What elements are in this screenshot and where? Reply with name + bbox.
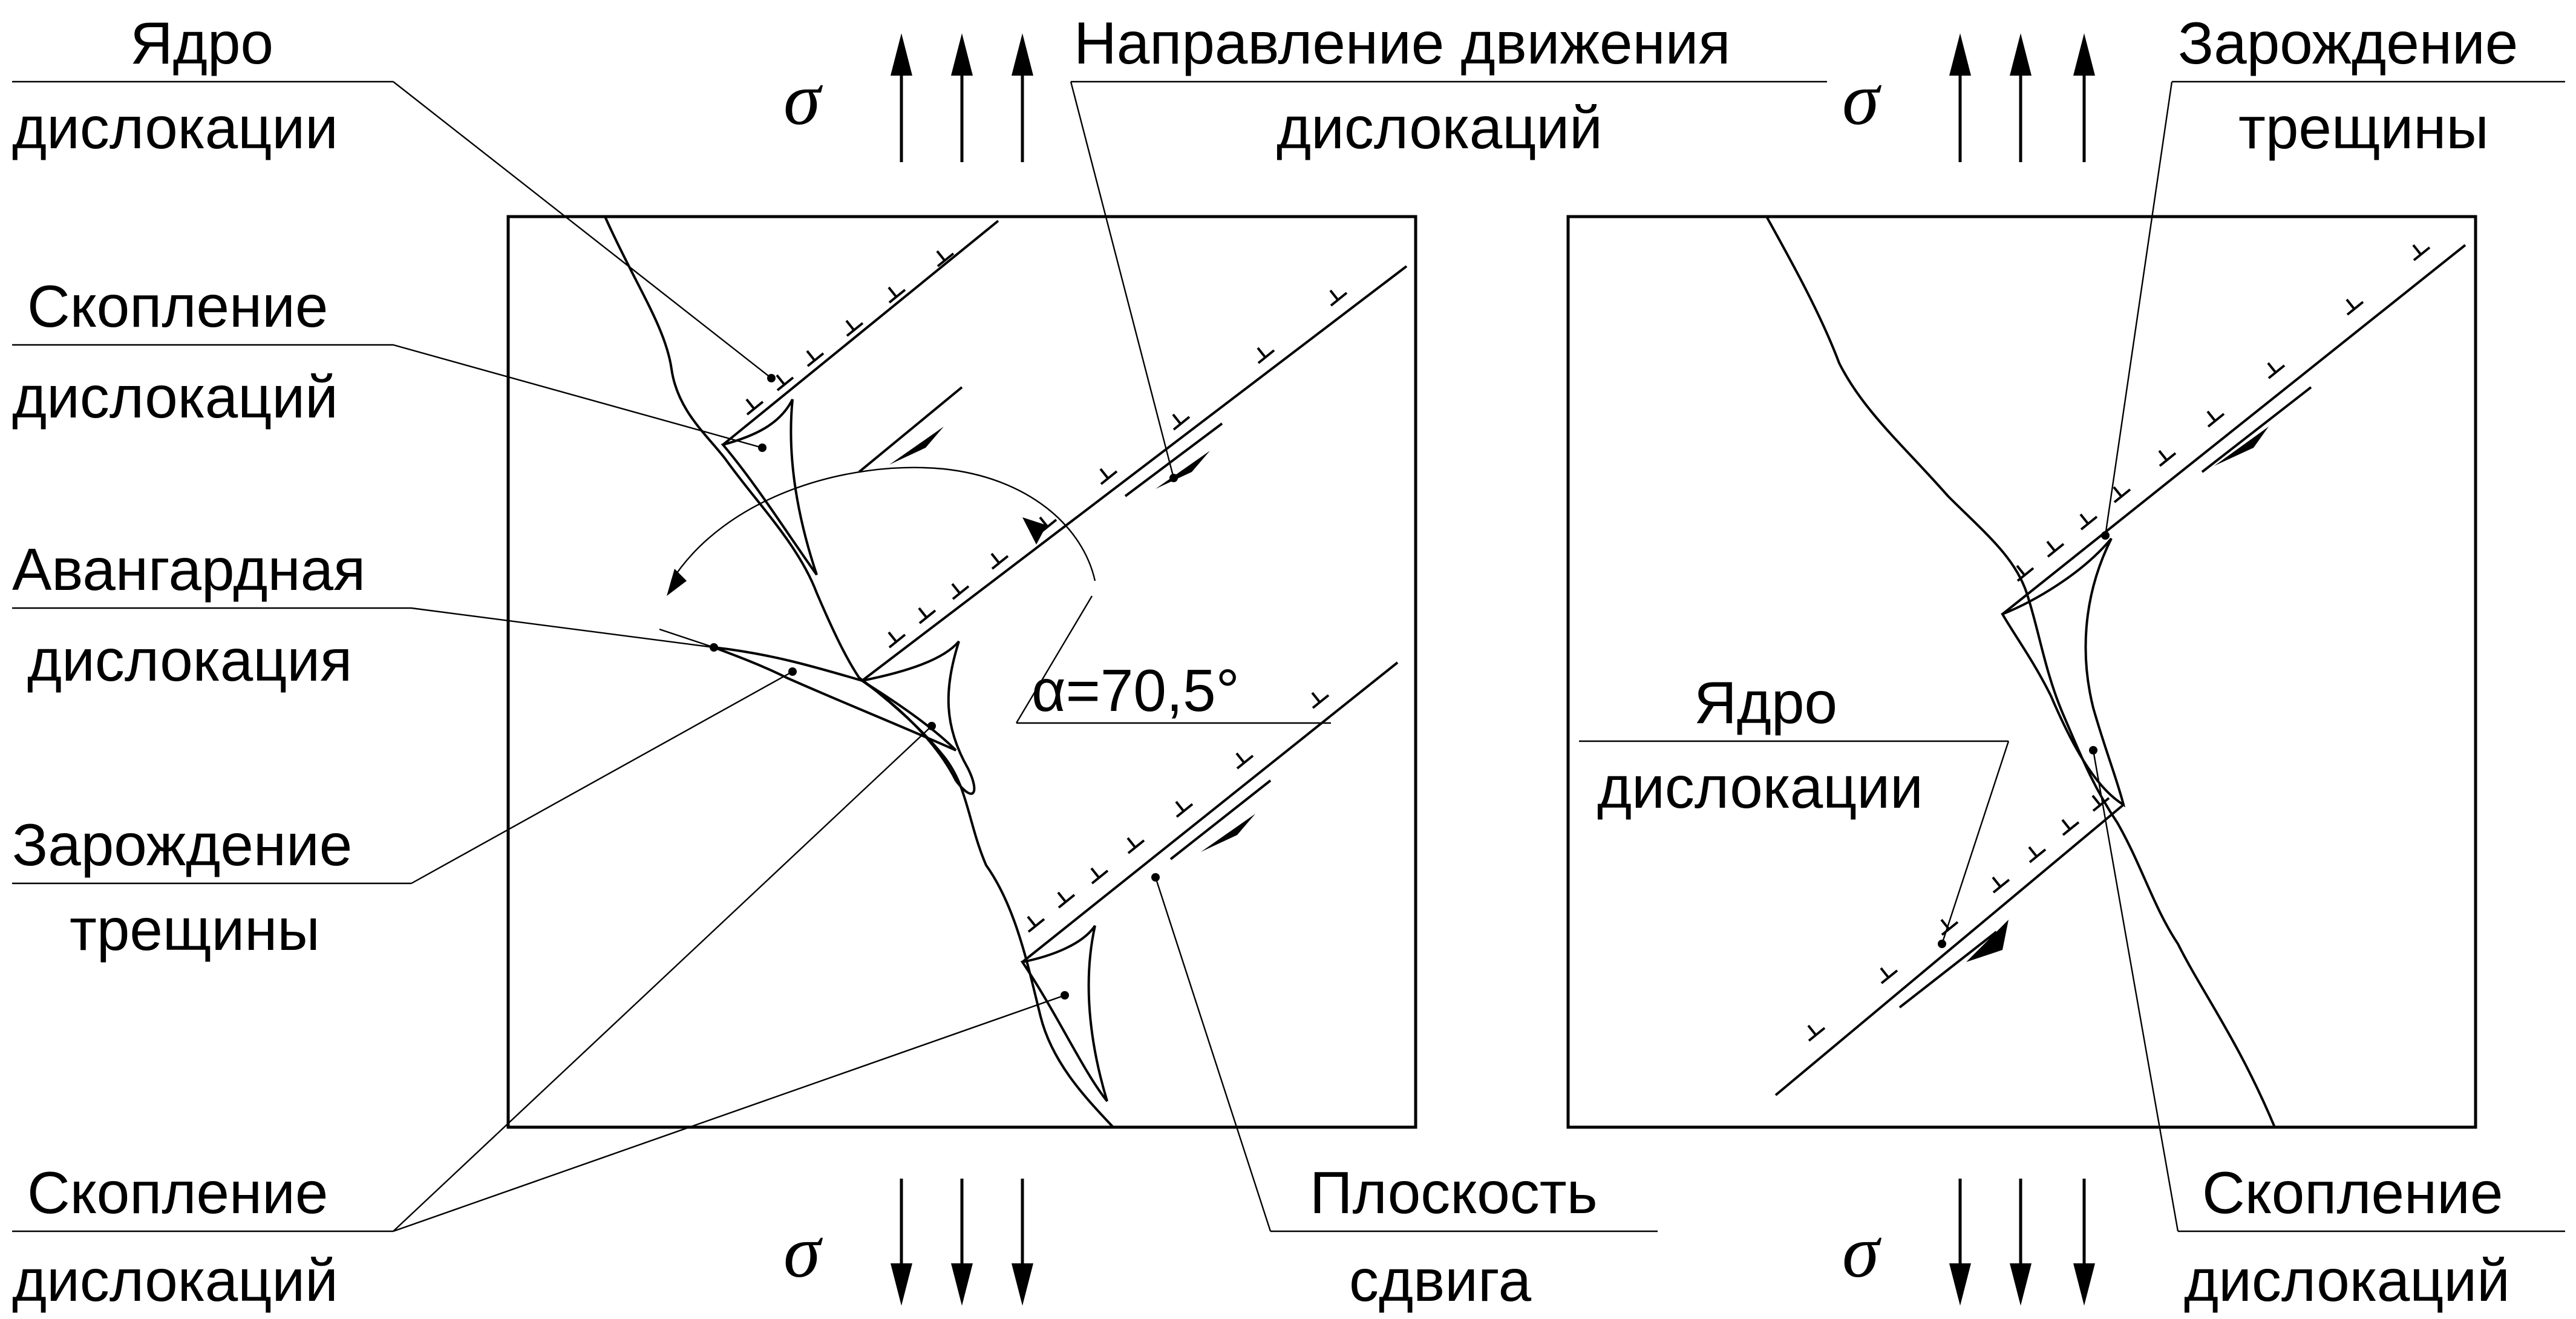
left-pileup-bottom (1020, 925, 1108, 1102)
sigma-bottom-left: σ (783, 1210, 823, 1293)
label-pileup-left-bottom-1: Скопление (27, 1159, 328, 1226)
right-pileup (2001, 537, 2126, 808)
label-core-left-1: Ядро (130, 10, 273, 76)
label-pileup-left-top-2: дислокаций (12, 364, 338, 430)
sigma-top-right: σ (1842, 57, 1882, 140)
label-crack-right-1: Зарождение (2178, 10, 2518, 76)
label-pileup-left-bottom-2: дислокаций (12, 1247, 338, 1314)
label-vanguard-2: дислокация (27, 627, 352, 693)
leader-dots (710, 374, 2110, 1000)
label-direction-2: дислокаций (1277, 94, 1603, 161)
stress-arrows-bottom-left (891, 1179, 1033, 1306)
stress-arrows-bottom-right (1949, 1179, 2095, 1306)
right-grain-boundary (1765, 216, 2276, 1128)
left-grain-box (506, 215, 1417, 1129)
left-dislocation-symbols (745, 250, 1348, 933)
label-core-left-2: дислокации (12, 94, 338, 161)
label-core-right-2: дислокации (1597, 754, 1923, 820)
angle-arc (659, 466, 1331, 724)
right-dislocation-symbols (1807, 244, 2431, 1042)
right-slip-lines (1774, 244, 2466, 1096)
sigma-bottom-right: σ (1842, 1210, 1882, 1293)
left-slip-lines (722, 220, 1408, 963)
right-grain-box (1566, 215, 2477, 1129)
stress-arrows-top-right (1949, 33, 2095, 162)
left-crack-nucleus (713, 646, 957, 751)
label-pileup-right-1: Скопление (2202, 1159, 2503, 1226)
angle-label: α=70,5° (1031, 657, 1240, 724)
label-slip-plane-1: Плоскость (1310, 1159, 1598, 1226)
label-pileup-left-top-1: Скопление (27, 273, 328, 339)
label-pileup-right-2: дислокаций (2184, 1247, 2510, 1314)
label-slip-plane-2: сдвига (1349, 1247, 1532, 1314)
leader-lines (12, 80, 2565, 1232)
sigma-top-left: σ (783, 57, 823, 140)
left-pileup-top (721, 399, 818, 576)
label-direction-1: Направление движения (1074, 10, 1730, 76)
stress-arrows-top-left (891, 33, 1033, 162)
label-crack-left-2: трещины (70, 896, 320, 963)
left-grain-boundary (604, 216, 1114, 1128)
label-vanguard-1: Авангардная (12, 536, 365, 603)
label-crack-right-2: трещины (2238, 94, 2489, 161)
label-crack-left-1: Зарождение (12, 811, 352, 878)
label-core-right-1: Ядро (1694, 669, 1837, 736)
